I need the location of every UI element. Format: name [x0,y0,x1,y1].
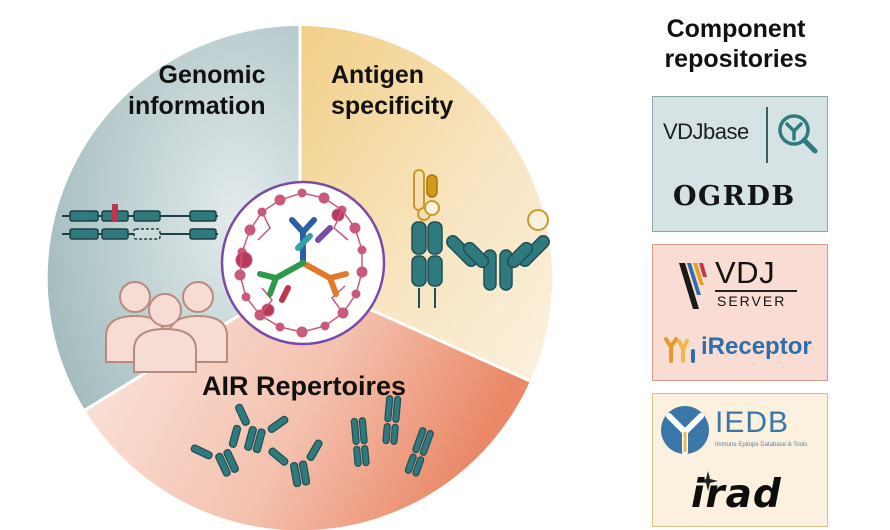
ireceptor-logo[interactable]: iReceptor [701,333,812,360]
ogrdb-logo[interactable]: OGRDB [673,181,796,212]
repositories-title: Component repositories [664,15,808,73]
vdjserver-logo[interactable]: VDJ [715,255,776,290]
sector-label-antigen: Antigen specificity [331,61,454,120]
antibody-icon [446,209,550,291]
repo-box-air: VDJ SERVER iReceptor [652,244,828,381]
logo-divider [766,107,768,163]
vdjserver-rule [715,290,797,292]
repo-box-genomic: VDJbase OGRDB [652,96,828,232]
iedb-logo[interactable]: IEDB [715,406,790,439]
irad-star-icon [698,471,718,491]
sector-genomic [47,25,301,410]
iedb-sublabel: Immune Epitope Database & Tools [715,442,808,448]
sector-label-air: AIR Repertoires [202,371,407,401]
irad-logo[interactable]: irad [691,472,782,517]
magnifier-icon [778,114,818,154]
vdjserver-sublabel: SERVER [717,293,787,309]
vdjbase-logo[interactable]: VDJbase [663,119,749,144]
tcr-icon [411,169,443,308]
sector-label-genomic: Genomic information [128,61,266,120]
iedb-mark-icon [661,406,709,455]
repertoire-icon [190,395,434,488]
gene-segments-icon [62,204,218,240]
vdjserver-mark-icon [679,263,707,309]
pie-diagram [47,25,553,530]
people-group-icon [105,281,228,373]
center-network-icon [220,180,386,346]
ireceptor-mark-icon [664,337,695,363]
repo-box-antigen: IEDB Immune Epitope Database & Tools ira… [652,393,828,527]
